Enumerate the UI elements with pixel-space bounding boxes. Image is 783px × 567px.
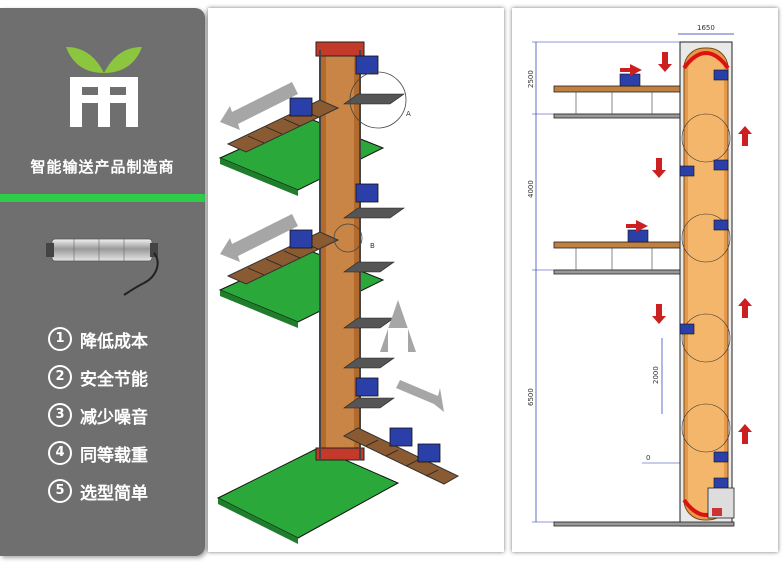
feature-label: 同等载重 <box>80 445 148 466</box>
elevation-drawing-panel: 1650 2500 4000 6500 2000 0 <box>512 8 778 552</box>
dim-mid-label: 4000 <box>527 180 535 198</box>
feature-number: 3 <box>48 403 72 427</box>
feature-item: 4 同等载重 <box>48 434 148 472</box>
callout-b-label: B <box>370 242 375 250</box>
feature-number: 2 <box>48 365 72 389</box>
feature-number: 1 <box>48 327 72 351</box>
down-arrow-icon <box>652 304 666 324</box>
up-arrow-icon <box>380 300 416 352</box>
motor-roller-image <box>46 238 159 296</box>
direction-arrows <box>620 52 752 444</box>
feature-item: 2 安全节能 <box>48 358 148 396</box>
feature-list: 1 降低成本 2 安全节能 3 减少噪音 4 同等载重 5 选型简单 <box>48 320 148 510</box>
callout-a-label: A <box>406 110 411 118</box>
dim-top-label: 2500 <box>527 70 535 88</box>
brand-logo <box>66 47 142 127</box>
feature-label: 减少噪音 <box>80 407 148 428</box>
dim-pitch-label: 2000 <box>652 366 660 384</box>
left-arrow-icon <box>626 220 648 232</box>
feature-label: 降低成本 <box>80 331 148 352</box>
feature-number: 5 <box>48 479 72 503</box>
sidebar: 智能输送产品制造商 1 降低成本 2 安全节能 3 减少噪音 4 同等载重 5 选型简单 <box>0 8 205 556</box>
outbound-arrow-icon <box>220 82 298 130</box>
feature-item: 3 减少噪音 <box>48 396 148 434</box>
up-arrow-icon <box>738 298 752 318</box>
left-arrow-icon <box>620 64 642 76</box>
up-arrow-icon <box>738 424 752 444</box>
feature-number: 4 <box>48 441 72 465</box>
dim-low-label: 6500 <box>527 388 535 406</box>
down-arrow-icon <box>658 52 672 72</box>
elevation-drawing: 1650 2500 4000 6500 2000 0 <box>527 24 752 527</box>
up-arrow-icon <box>738 126 752 146</box>
isometric-drawing: A B <box>216 41 460 544</box>
inbound-arrow-icon <box>396 380 444 412</box>
accent-divider <box>0 194 205 202</box>
isometric-drawing-panel: A B <box>208 8 504 552</box>
feature-item: 1 降低成本 <box>48 320 148 358</box>
outbound-arrow-icon <box>220 214 298 262</box>
feature-label: 选型简单 <box>80 483 148 504</box>
brand-tagline: 智能输送产品制造商 <box>30 158 175 176</box>
flow-arrows <box>220 82 444 412</box>
feature-label: 安全节能 <box>80 369 148 390</box>
feature-item: 5 选型简单 <box>48 472 148 510</box>
down-arrow-icon <box>652 158 666 178</box>
dim-width-label: 1650 <box>697 24 715 32</box>
dim-zero-label: 0 <box>646 454 650 462</box>
